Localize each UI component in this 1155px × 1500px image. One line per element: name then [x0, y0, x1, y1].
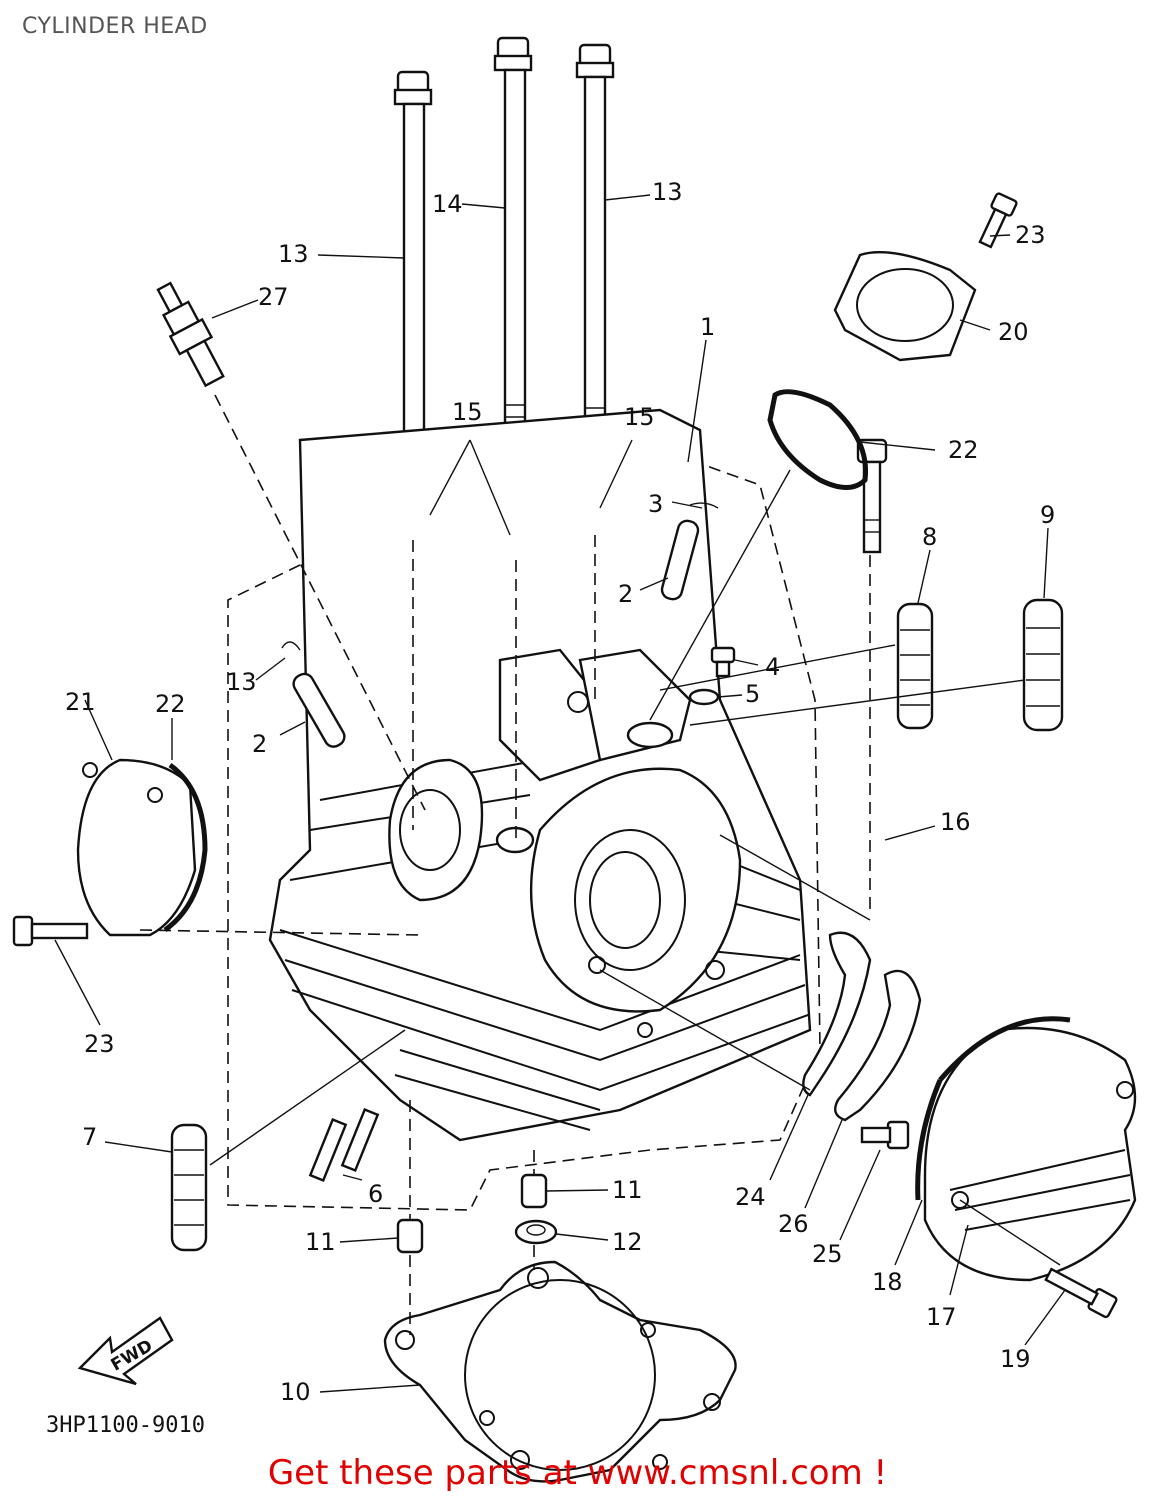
callout-7: 7 [82, 1123, 97, 1151]
bolt-16 [856, 438, 888, 554]
head-bolt-center [493, 36, 533, 442]
callout-3b: 13 [226, 668, 257, 696]
callout-2b: 2 [252, 730, 267, 758]
bolt-25 [860, 1120, 910, 1150]
valve-guide-2-b [660, 519, 700, 601]
callout-11b: 11 [612, 1176, 643, 1204]
dowel-11-b [520, 1173, 548, 1209]
assembly-boundary [227, 459, 821, 1211]
valve-cover-21 [76, 758, 197, 937]
stud-6-a [308, 1118, 348, 1182]
callout-labels: 1 2 2 3 13 4 5 6 7 8 9 10 11 11 12 13 13… [65, 178, 1055, 1406]
callout-10: 10 [280, 1378, 311, 1406]
o-ring-22-top [767, 389, 869, 490]
callout-18: 18 [872, 1268, 903, 1296]
callout-27: 27 [258, 283, 289, 311]
callout-25: 25 [812, 1240, 843, 1268]
leader-lines [54, 194, 1066, 1393]
callout-1: 1 [700, 313, 715, 341]
callout-5: 5 [745, 680, 760, 708]
bolt-19 [1044, 1267, 1118, 1319]
bolt-23-top [978, 192, 1018, 249]
washer-5 [688, 688, 720, 706]
side-cover-17 [923, 1026, 1137, 1282]
bolt-23-left [12, 915, 89, 947]
callout-9: 9 [1040, 501, 1055, 529]
gasket-24 [802, 931, 872, 1097]
page-title: CYLINDER HEAD [22, 14, 208, 39]
callout-13b: 13 [652, 178, 683, 206]
seal-12 [514, 1219, 558, 1245]
gasket-22-left [163, 762, 208, 933]
callout-8: 8 [922, 523, 937, 551]
callout-2a: 2 [618, 580, 633, 608]
cylinder-head [268, 408, 812, 1142]
callout-20: 20 [998, 318, 1029, 346]
fwd-arrow: FWD [77, 1316, 174, 1386]
callout-4: 4 [765, 653, 780, 681]
callout-26: 26 [778, 1210, 809, 1238]
callout-16: 16 [940, 808, 971, 836]
callout-6: 6 [368, 1180, 383, 1208]
bolt-4 [710, 646, 736, 678]
callout-15b: 15 [624, 403, 655, 431]
callout-12: 12 [612, 1228, 643, 1256]
dowel-11-a [396, 1218, 424, 1254]
o-ring-18 [915, 1016, 1071, 1201]
head-gasket-10 [383, 1260, 737, 1483]
drawing-code: 3HP1100-9010 [46, 1413, 205, 1438]
callout-15a: 15 [452, 398, 483, 426]
clip-3 [689, 502, 719, 509]
callout-19: 19 [1000, 1345, 1031, 1373]
callout-22b: 22 [155, 690, 186, 718]
callout-21: 21 [65, 688, 96, 716]
pin-7 [170, 1123, 208, 1252]
pin-9 [1022, 598, 1064, 732]
pin-8 [896, 602, 934, 730]
callout-17: 17 [926, 1303, 957, 1331]
intake-joint [833, 250, 977, 362]
head-bolt-left [393, 70, 433, 481]
callout-14: 14 [432, 190, 463, 218]
footer-link[interactable]: Get these parts at www.cmsnl.com ! [267, 1453, 888, 1493]
spark-plug [156, 281, 225, 388]
callout-11a: 11 [305, 1228, 336, 1256]
gasket-26 [834, 969, 922, 1122]
callout-13a: 13 [278, 240, 309, 268]
callout-24: 24 [735, 1183, 766, 1211]
clip-13 [281, 641, 301, 651]
callout-3a: 3 [648, 490, 663, 518]
valve-guide-2-a [292, 672, 346, 748]
callout-23b: 23 [84, 1030, 115, 1058]
callout-23a: 23 [1015, 221, 1046, 249]
head-bolt-right [575, 43, 615, 445]
callout-22a: 22 [948, 436, 979, 464]
stud-6-b [340, 1108, 380, 1172]
